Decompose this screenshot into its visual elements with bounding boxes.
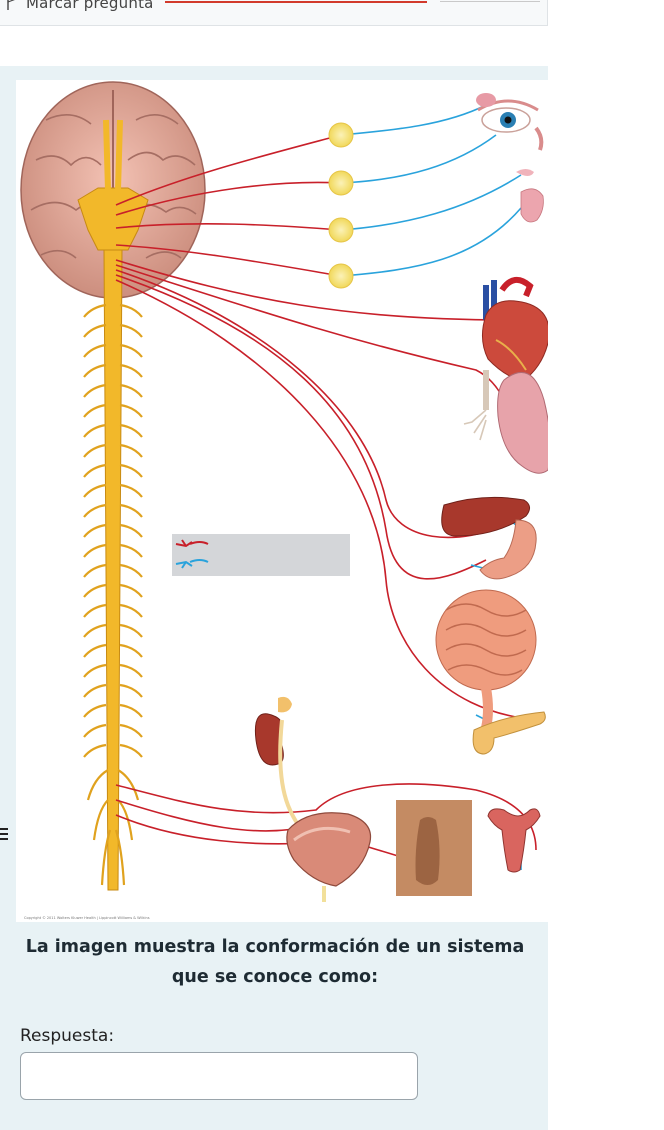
legend-box bbox=[172, 534, 350, 576]
lung bbox=[463, 370, 548, 474]
figure-credit: Copyright © 2011 Wolters Kluwer Health |… bbox=[24, 916, 150, 920]
divider bbox=[165, 1, 427, 3]
eye bbox=[476, 93, 544, 151]
genitalia-male bbox=[396, 800, 472, 896]
nervous-system-figure bbox=[16, 80, 548, 922]
ciliary-ganglion bbox=[328, 122, 354, 289]
answer-label: Respuesta: bbox=[20, 1026, 115, 1046]
question-info-strip bbox=[0, 0, 548, 26]
drag-handle-icon[interactable] bbox=[0, 828, 8, 844]
pancreas bbox=[472, 711, 546, 755]
bladder bbox=[286, 812, 372, 902]
answer-input[interactable] bbox=[20, 1052, 418, 1100]
heart bbox=[482, 277, 548, 382]
flag-question-toggle[interactable]: Marcar pregunta bbox=[6, 0, 154, 12]
flag-question-label: Marcar pregunta bbox=[26, 0, 154, 12]
uterus bbox=[487, 808, 541, 873]
parasympathetic-nerves bbox=[115, 134, 537, 871]
flag-icon bbox=[7, 0, 15, 10]
autonomic-nervous-system-illustration bbox=[20, 81, 548, 902]
divider bbox=[440, 1, 540, 2]
salivary-glands bbox=[516, 169, 544, 223]
stomach bbox=[479, 519, 537, 580]
kidney bbox=[254, 696, 312, 842]
liver bbox=[441, 496, 530, 537]
intestines bbox=[435, 589, 537, 730]
spinal-cord bbox=[83, 249, 143, 891]
question-text: La imagen muestra la conformación de un … bbox=[25, 937, 525, 987]
